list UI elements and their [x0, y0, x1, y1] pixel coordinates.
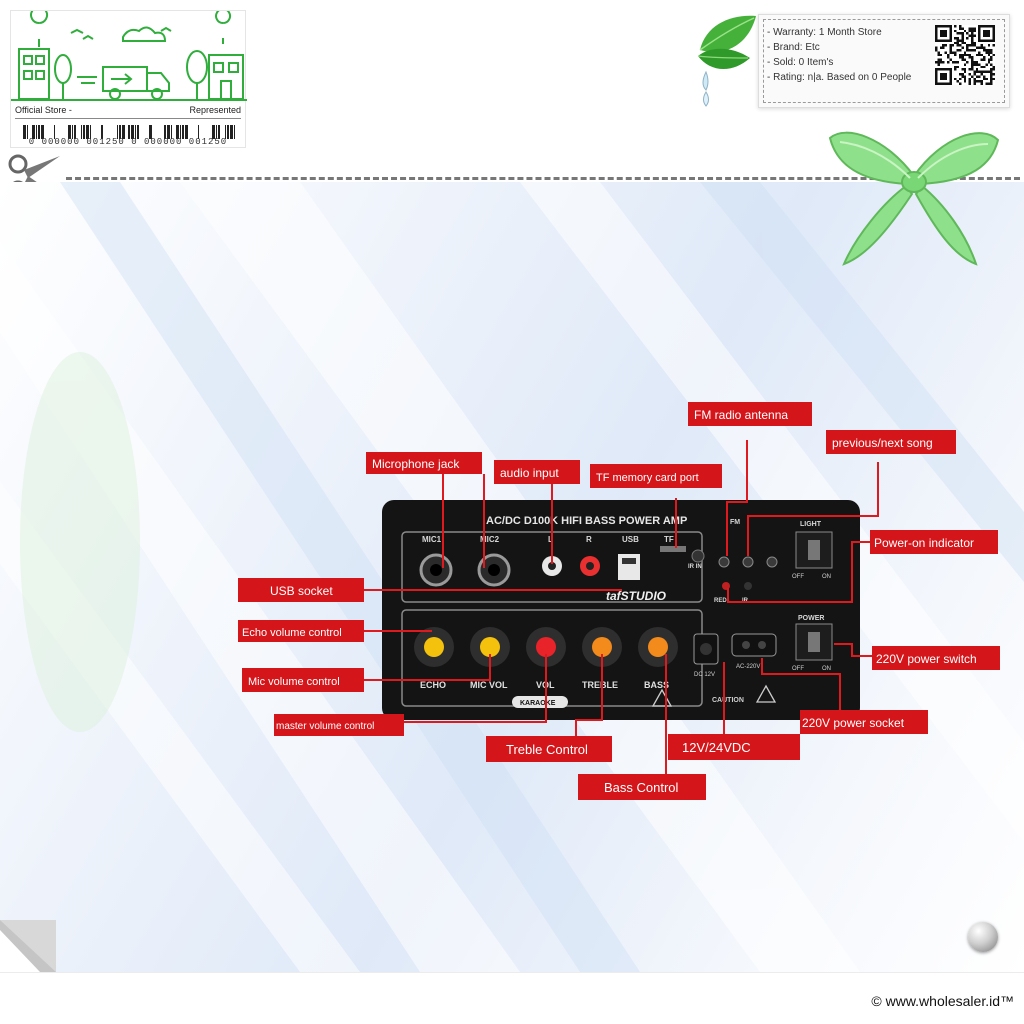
callout-fm-antenna: FM radio antenna [694, 408, 788, 422]
qr-code-icon [935, 25, 995, 85]
ir-receiver [691, 549, 705, 563]
caution-label: CAUTION [712, 697, 744, 704]
callout-treble-box [486, 736, 612, 762]
dc-jack-label: DC 12V [694, 672, 715, 678]
callout-treble: Treble Control [506, 742, 588, 757]
next-button [766, 556, 778, 568]
callout-prev-next: previous/next song [832, 436, 933, 450]
knob-label-treble: TREBLE [582, 680, 618, 690]
copyright-text: © www.wholesaler.id™ [871, 993, 1014, 1009]
port-label-ir-in: IR IN [688, 564, 702, 570]
usb-port [618, 554, 640, 580]
ac-socket-label: AC-220V [736, 664, 760, 670]
echo-knob [424, 637, 444, 657]
callout-audio-input: audio input [500, 466, 559, 480]
light-on-label: ON [822, 574, 831, 580]
official-store-label: Official Store - [15, 105, 72, 115]
callout-mic-volume-box [242, 668, 364, 692]
callout-power-socket-box [800, 710, 928, 734]
callout-echo-box [238, 620, 364, 642]
store-card: Official Store - Represented 0 000000 00… [10, 10, 247, 148]
callout-prev-next-box [826, 430, 956, 454]
treble-knob [592, 637, 612, 657]
port-label-l: L [548, 535, 553, 544]
mic-vol-knob [480, 637, 500, 657]
callout-power-indicator-box [870, 530, 998, 554]
bass-knob [648, 637, 668, 657]
callout-dc-input-box [668, 734, 800, 760]
store-card-labels: Official Store - Represented [15, 105, 241, 115]
callout-usb-socket-box [238, 578, 364, 602]
represented-label: Represented [189, 105, 241, 115]
ribbon-bow-icon [828, 131, 1000, 266]
callout-power-socket: 220V power socket [802, 716, 905, 730]
warranty-text: - Warranty: 1 Month Store [767, 27, 882, 38]
knob-label-micvol: MIC VOL [470, 680, 508, 690]
port-label-power: POWER [798, 615, 824, 622]
page-curl-icon [0, 920, 56, 972]
leaf-icon [697, 15, 756, 107]
port-label-mic1: MIC1 [422, 535, 442, 544]
callout-fm-antenna-box [688, 402, 812, 426]
prev-button [718, 556, 730, 568]
product-info-box: - Warranty: 1 Month Store - Brand: Etc -… [758, 14, 1010, 108]
port-label-r: R [586, 535, 592, 544]
panel-title: AC/DC D100K HIFI BASS POWER AMP [486, 515, 687, 527]
amplifier-board-photo: AC/DC D100K HIFI BASS POWER AMP tafSTUDI… [238, 402, 1000, 800]
scroll-top-button[interactable] [968, 922, 998, 952]
barcode-number: 0 000000 001250 0 000000 001250 [28, 137, 228, 147]
knob-label-bass: BASS [644, 680, 669, 690]
karaoke-text: KARAOKE [520, 700, 556, 707]
port-label-mic2: MIC2 [480, 535, 500, 544]
sold-text: - Sold: 0 Item's [767, 57, 834, 68]
port-label-light: LIGHT [800, 521, 822, 528]
power-on-label: ON [822, 666, 831, 672]
callout-mic-jack-box [366, 452, 482, 474]
callout-mic-jack: Microphone jack [372, 457, 460, 471]
callout-power-switch-box [872, 646, 1000, 670]
divider [15, 118, 241, 119]
brand-text: - Brand: Etc [767, 42, 820, 53]
cut-line [66, 177, 1020, 180]
callout-master-volume-box [274, 714, 404, 736]
port-label-fm: FM [730, 519, 740, 526]
port-label-tf: TF [664, 535, 674, 544]
callout-power-indicator: Power-on indicator [874, 536, 974, 550]
karaoke-badge [512, 696, 568, 708]
store-illustration-icon [11, 11, 247, 101]
info-list: - Warranty: 1 Month Store - Brand: Etc -… [767, 25, 911, 85]
knob-label-echo: ECHO [420, 680, 446, 690]
rating-text: - Rating: n|a. Based on 0 People [767, 72, 912, 83]
dashed-border [763, 19, 1005, 103]
brand-logo: tafSTUDIO [606, 589, 667, 603]
port-label-red: RED [714, 598, 727, 604]
callout-power-switch: 220V power switch [876, 652, 977, 666]
callout-tf-port-box [590, 464, 722, 488]
callout-audio-input-box [494, 460, 580, 484]
callout-echo: Echo volume control [242, 627, 342, 639]
callout-tf-port: TF memory card port [596, 472, 699, 484]
footer: © www.wholesaler.id™ [0, 972, 1024, 1024]
power-off-label: OFF [792, 666, 804, 672]
knobs [414, 627, 678, 667]
main-image-area: AC/DC D100K HIFI BASS POWER AMP tafSTUDI… [0, 182, 1024, 972]
vol-knob [536, 637, 556, 657]
callout-mic-volume: Mic volume control [248, 676, 340, 688]
callout-bass-box [578, 774, 706, 800]
light-off-label: OFF [792, 574, 804, 580]
callout-dc-input: 12V/24VDC [682, 740, 751, 755]
callout-master-volume: master volume control [276, 721, 374, 732]
tf-card-slot [660, 546, 686, 552]
ac-socket [731, 633, 777, 657]
port-label-usb: USB [622, 535, 639, 544]
callout-bass: Bass Control [604, 780, 679, 795]
play-button [742, 556, 754, 568]
callout-usb-socket: USB socket [270, 584, 333, 598]
barcode-icon [23, 125, 235, 139]
